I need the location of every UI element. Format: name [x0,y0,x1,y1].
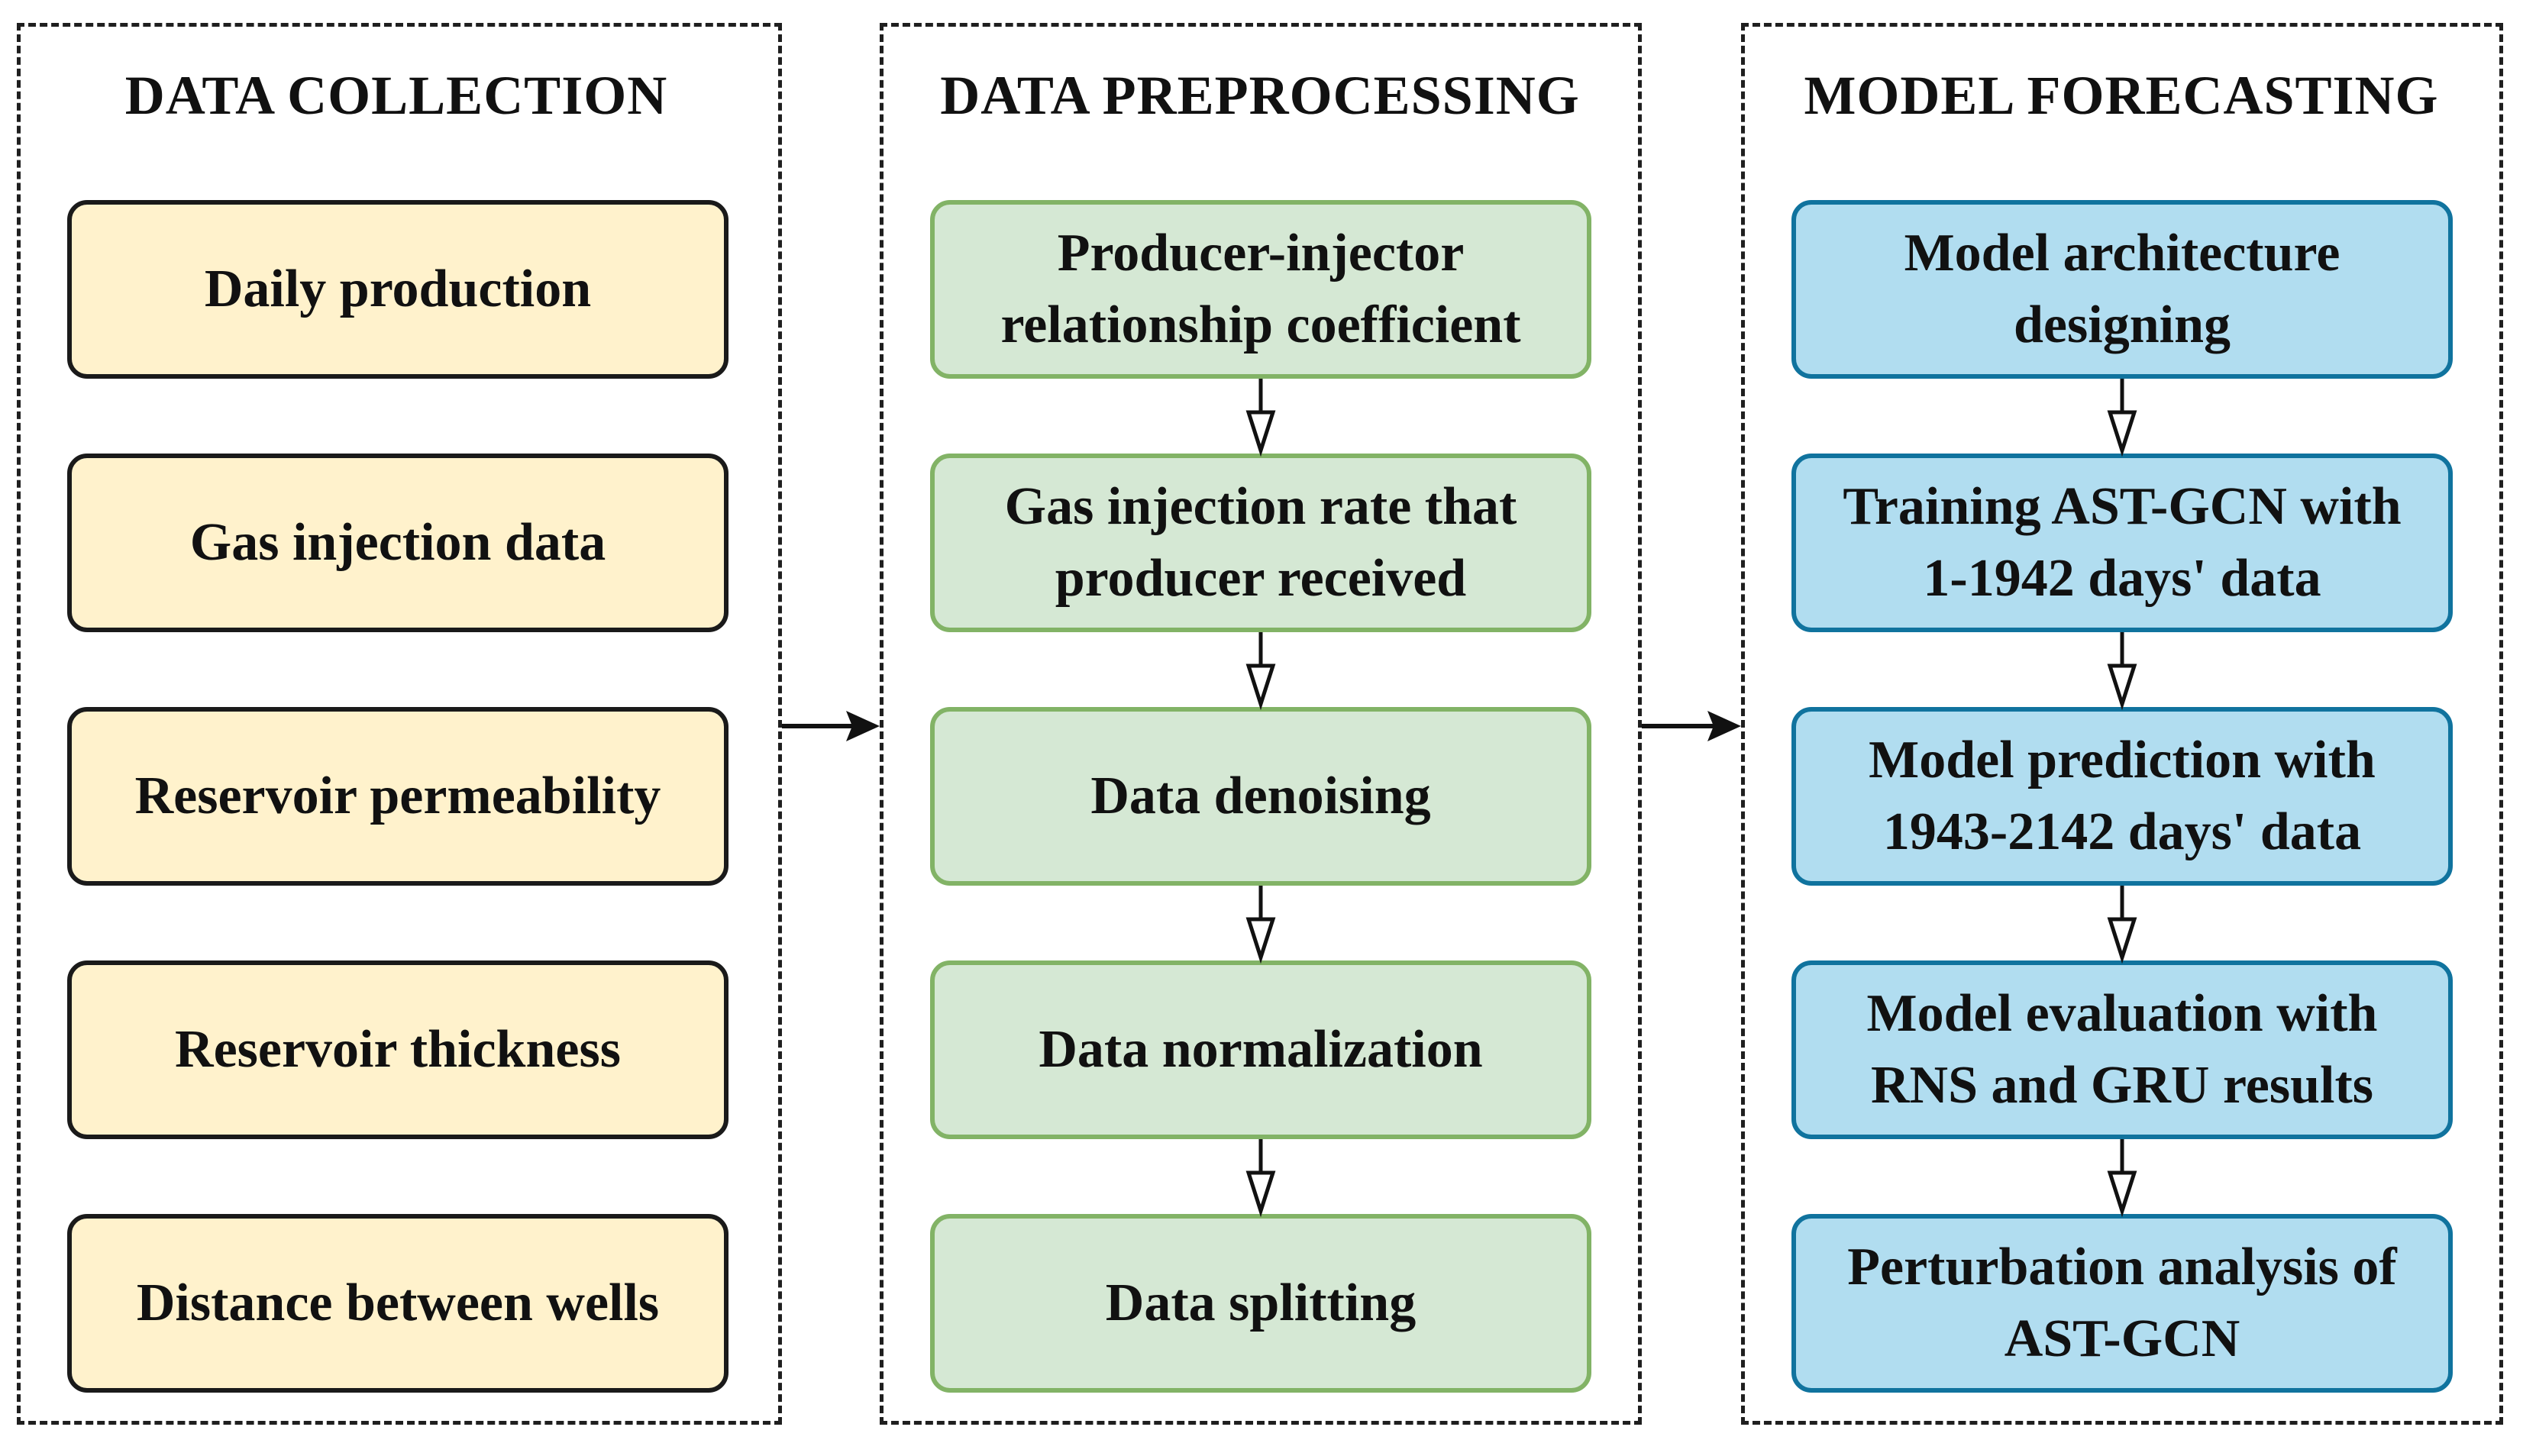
data-normalization-box: Data normalization [930,960,1591,1139]
data-normalization-label: Data normalization [1039,1020,1483,1079]
model-forecasting-title: MODEL FORECASTING [1804,65,2439,126]
data-collection-title: DATA COLLECTION [124,65,668,126]
model-architecture-line-2: designing [2014,295,2231,354]
gas-injection-data-box: Gas injection data [67,454,728,632]
forecasting-step-arrow-2 [2107,632,2137,711]
data-preprocessing-title: DATA PREPROCESSING [940,65,1580,126]
model-prediction-box: Model prediction with 1943-2142 days' da… [1791,707,2453,886]
data-denoising-label: Data denoising [1090,767,1431,825]
producer-injector-line-1: Producer-injector [1057,224,1465,282]
model-evaluation-box: Model evaluation with RNS and GRU result… [1791,960,2453,1139]
model-prediction-line-2: 1943-2142 days' data [1882,802,2362,861]
model-forecasting-panel [1741,23,2503,1425]
training-ast-gcn-line-2: 1-1942 days' data [1923,549,2321,608]
model-architecture-box: Model architecture designing [1791,200,2453,379]
data-splitting-label: Data splitting [1105,1274,1417,1332]
preprocessing-to-forecasting-arrow [1642,711,1741,741]
collection-to-preprocessing-arrow [782,711,880,741]
preprocessing-step-arrow-2 [1245,632,1276,711]
reservoir-permeability-label: Reservoir permeability [134,767,661,825]
gas-injection-rate-line-2: producer received [1055,549,1467,608]
forecasting-step-arrow-3 [2107,886,2137,964]
training-ast-gcn-line-1: Training AST-GCN with [1843,477,2402,536]
reservoir-thickness-box: Reservoir thickness [67,960,728,1139]
producer-injector-line-2: relationship coefficient [1000,295,1521,354]
preprocessing-step-arrow-3 [1245,886,1276,964]
reservoir-permeability-box: Reservoir permeability [67,707,728,886]
data-collection-panel [17,23,782,1425]
data-denoising-box: Data denoising [930,707,1591,886]
distance-between-wells-box: Distance between wells [67,1214,728,1393]
training-ast-gcn-box: Training AST-GCN with 1-1942 days' data [1791,454,2453,632]
model-evaluation-line-1: Model evaluation with [1866,984,2378,1043]
forecasting-step-arrow-1 [2107,379,2137,457]
forecasting-step-arrow-4 [2107,1139,2137,1218]
preprocessing-step-arrow-4 [1245,1139,1276,1218]
daily-production-box: Daily production [67,200,728,379]
data-preprocessing-panel [880,23,1642,1425]
model-architecture-line-1: Model architecture [1904,224,2340,282]
distance-between-wells-label: Distance between wells [136,1274,660,1332]
gas-injection-rate-line-1: Gas injection rate that [1004,477,1517,536]
perturbation-analysis-box: Perturbation analysis of AST-GCN [1791,1214,2453,1393]
preprocessing-step-arrow-1 [1245,379,1276,457]
gas-injection-data-label: Gas injection data [189,513,606,572]
perturbation-analysis-line-1: Perturbation analysis of [1847,1238,2397,1296]
perturbation-analysis-line-2: AST-GCN [2004,1309,2240,1368]
reservoir-thickness-label: Reservoir thickness [175,1020,621,1079]
model-evaluation-line-2: RNS and GRU results [1871,1056,2373,1115]
daily-production-label: Daily production [204,260,592,318]
model-prediction-line-1: Model prediction with [1869,731,2376,789]
producer-injector-coefficient-box: Producer-injector relationship coefficie… [930,200,1591,379]
